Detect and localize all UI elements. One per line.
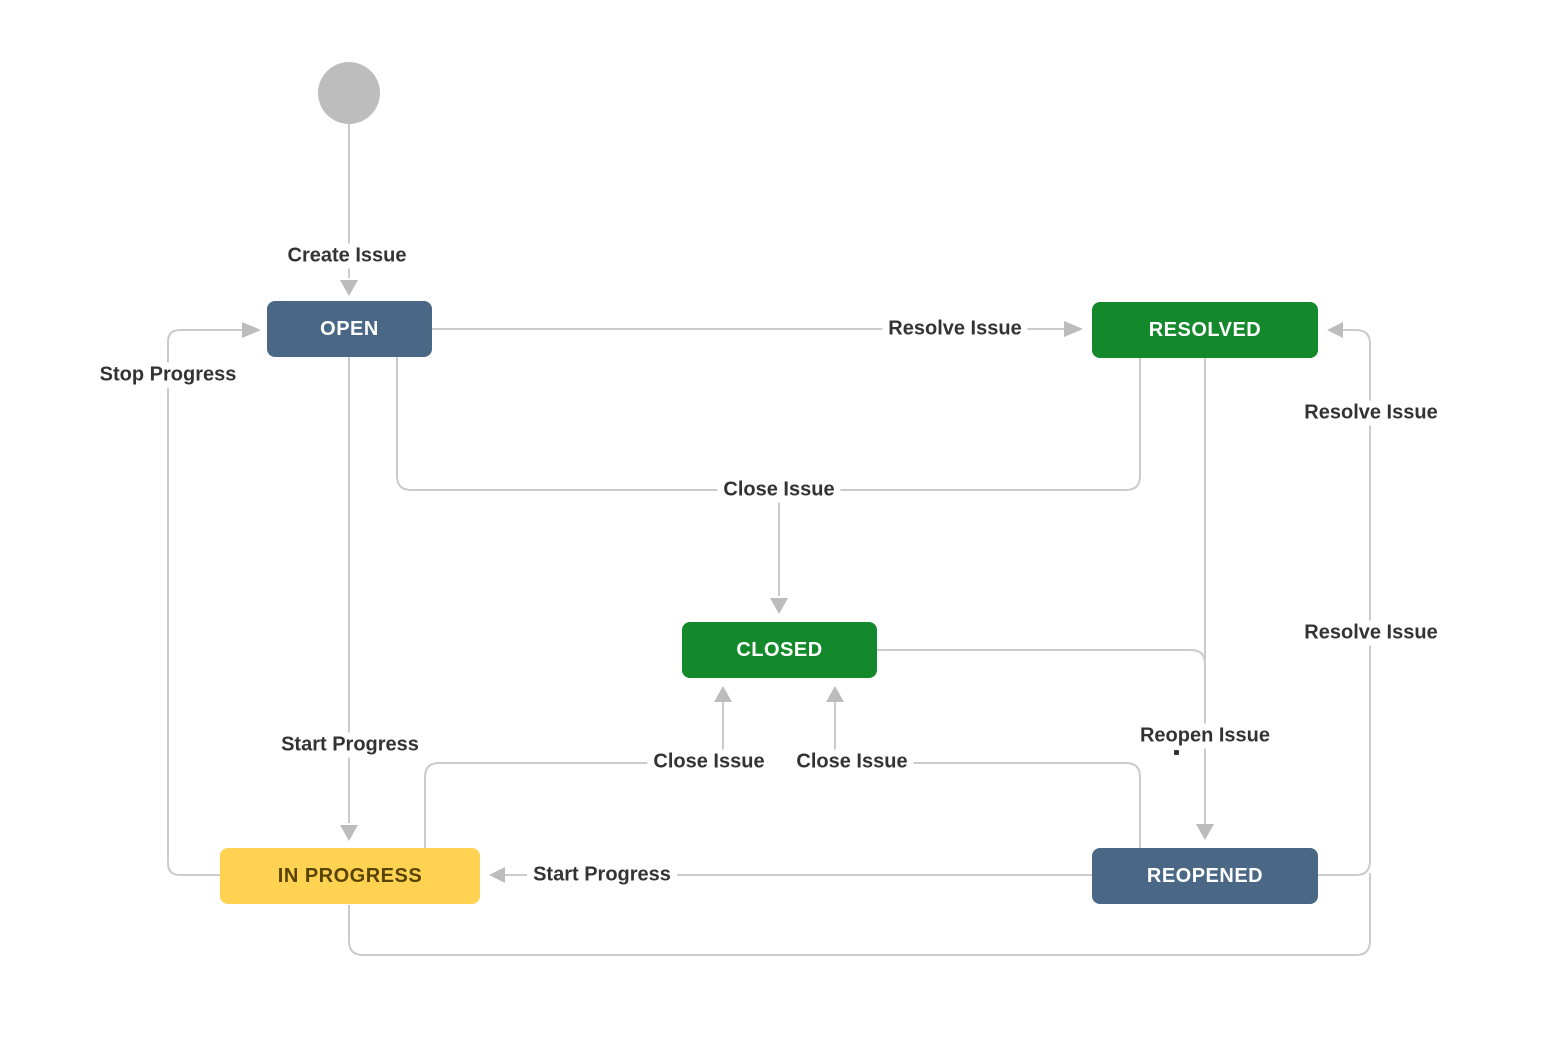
node-open-label: OPEN (320, 317, 379, 340)
transition-label-resolve-issue-from-reopened[interactable]: Resolve Issue (1298, 400, 1444, 426)
arrowhead-into-reopened-top (1196, 824, 1214, 840)
arrowhead-into-closed-bottom-right (826, 686, 844, 702)
node-reopened-label: REOPENED (1146, 864, 1264, 887)
node-resolved-label: RESOLVED (1148, 318, 1262, 341)
transition-label-close-issue-from-reopened[interactable]: Close Issue (790, 749, 914, 775)
node-resolved[interactable]: RESOLVED (1092, 302, 1318, 358)
transition-label-create-issue[interactable]: Create Issue (281, 243, 413, 269)
transition-label-reopen-issue[interactable]: Reopen Issue (1133, 723, 1277, 749)
node-closed[interactable]: CLOSED (682, 622, 877, 678)
node-closed-label: CLOSED (736, 638, 823, 661)
node-in-progress-label: IN PROGRESS (277, 864, 423, 887)
transition-label-start-progress-from-reopened[interactable]: Start Progress (527, 862, 677, 888)
arrowhead-into-closed-top (770, 598, 788, 614)
reopen-issue-label-dot (1174, 750, 1179, 755)
edge-closed-to-reopened-join (877, 649, 1206, 665)
start-node-circle[interactable] (318, 62, 380, 124)
transition-label-resolve-issue-from-in-progress[interactable]: Resolve Issue (1298, 620, 1444, 646)
node-open[interactable]: OPEN (267, 301, 432, 357)
transition-label-close-issue-from-in-progress[interactable]: Close Issue (647, 749, 771, 775)
node-reopened[interactable]: REOPENED (1092, 848, 1318, 904)
edge-open-resolved-close-issue (396, 357, 1141, 491)
edge-reopened-to-resolved (1318, 329, 1371, 876)
edge-in-progress-to-open (167, 329, 242, 876)
transition-label-close-issue-merged[interactable]: Close Issue (717, 477, 841, 503)
transition-label-stop-progress[interactable]: Stop Progress (93, 362, 243, 388)
arrowhead-into-in-progress-right (489, 867, 505, 883)
arrowhead-into-resolved-right (1327, 322, 1343, 338)
arrowhead-into-open-left (242, 322, 261, 338)
transition-label-resolve-issue-from-open[interactable]: Resolve Issue (882, 316, 1028, 342)
transition-label-start-progress-from-open[interactable]: Start Progress (275, 732, 425, 758)
arrowhead-into-resolved-left (1064, 321, 1083, 337)
arrowhead-into-in-progress-top (340, 825, 358, 841)
arrowhead-into-closed-bottom-left (714, 686, 732, 702)
node-in-progress[interactable]: IN PROGRESS (220, 848, 480, 904)
edge-in-progress-to-resolved (348, 873, 1371, 956)
arrowhead-into-open-top (340, 280, 358, 296)
